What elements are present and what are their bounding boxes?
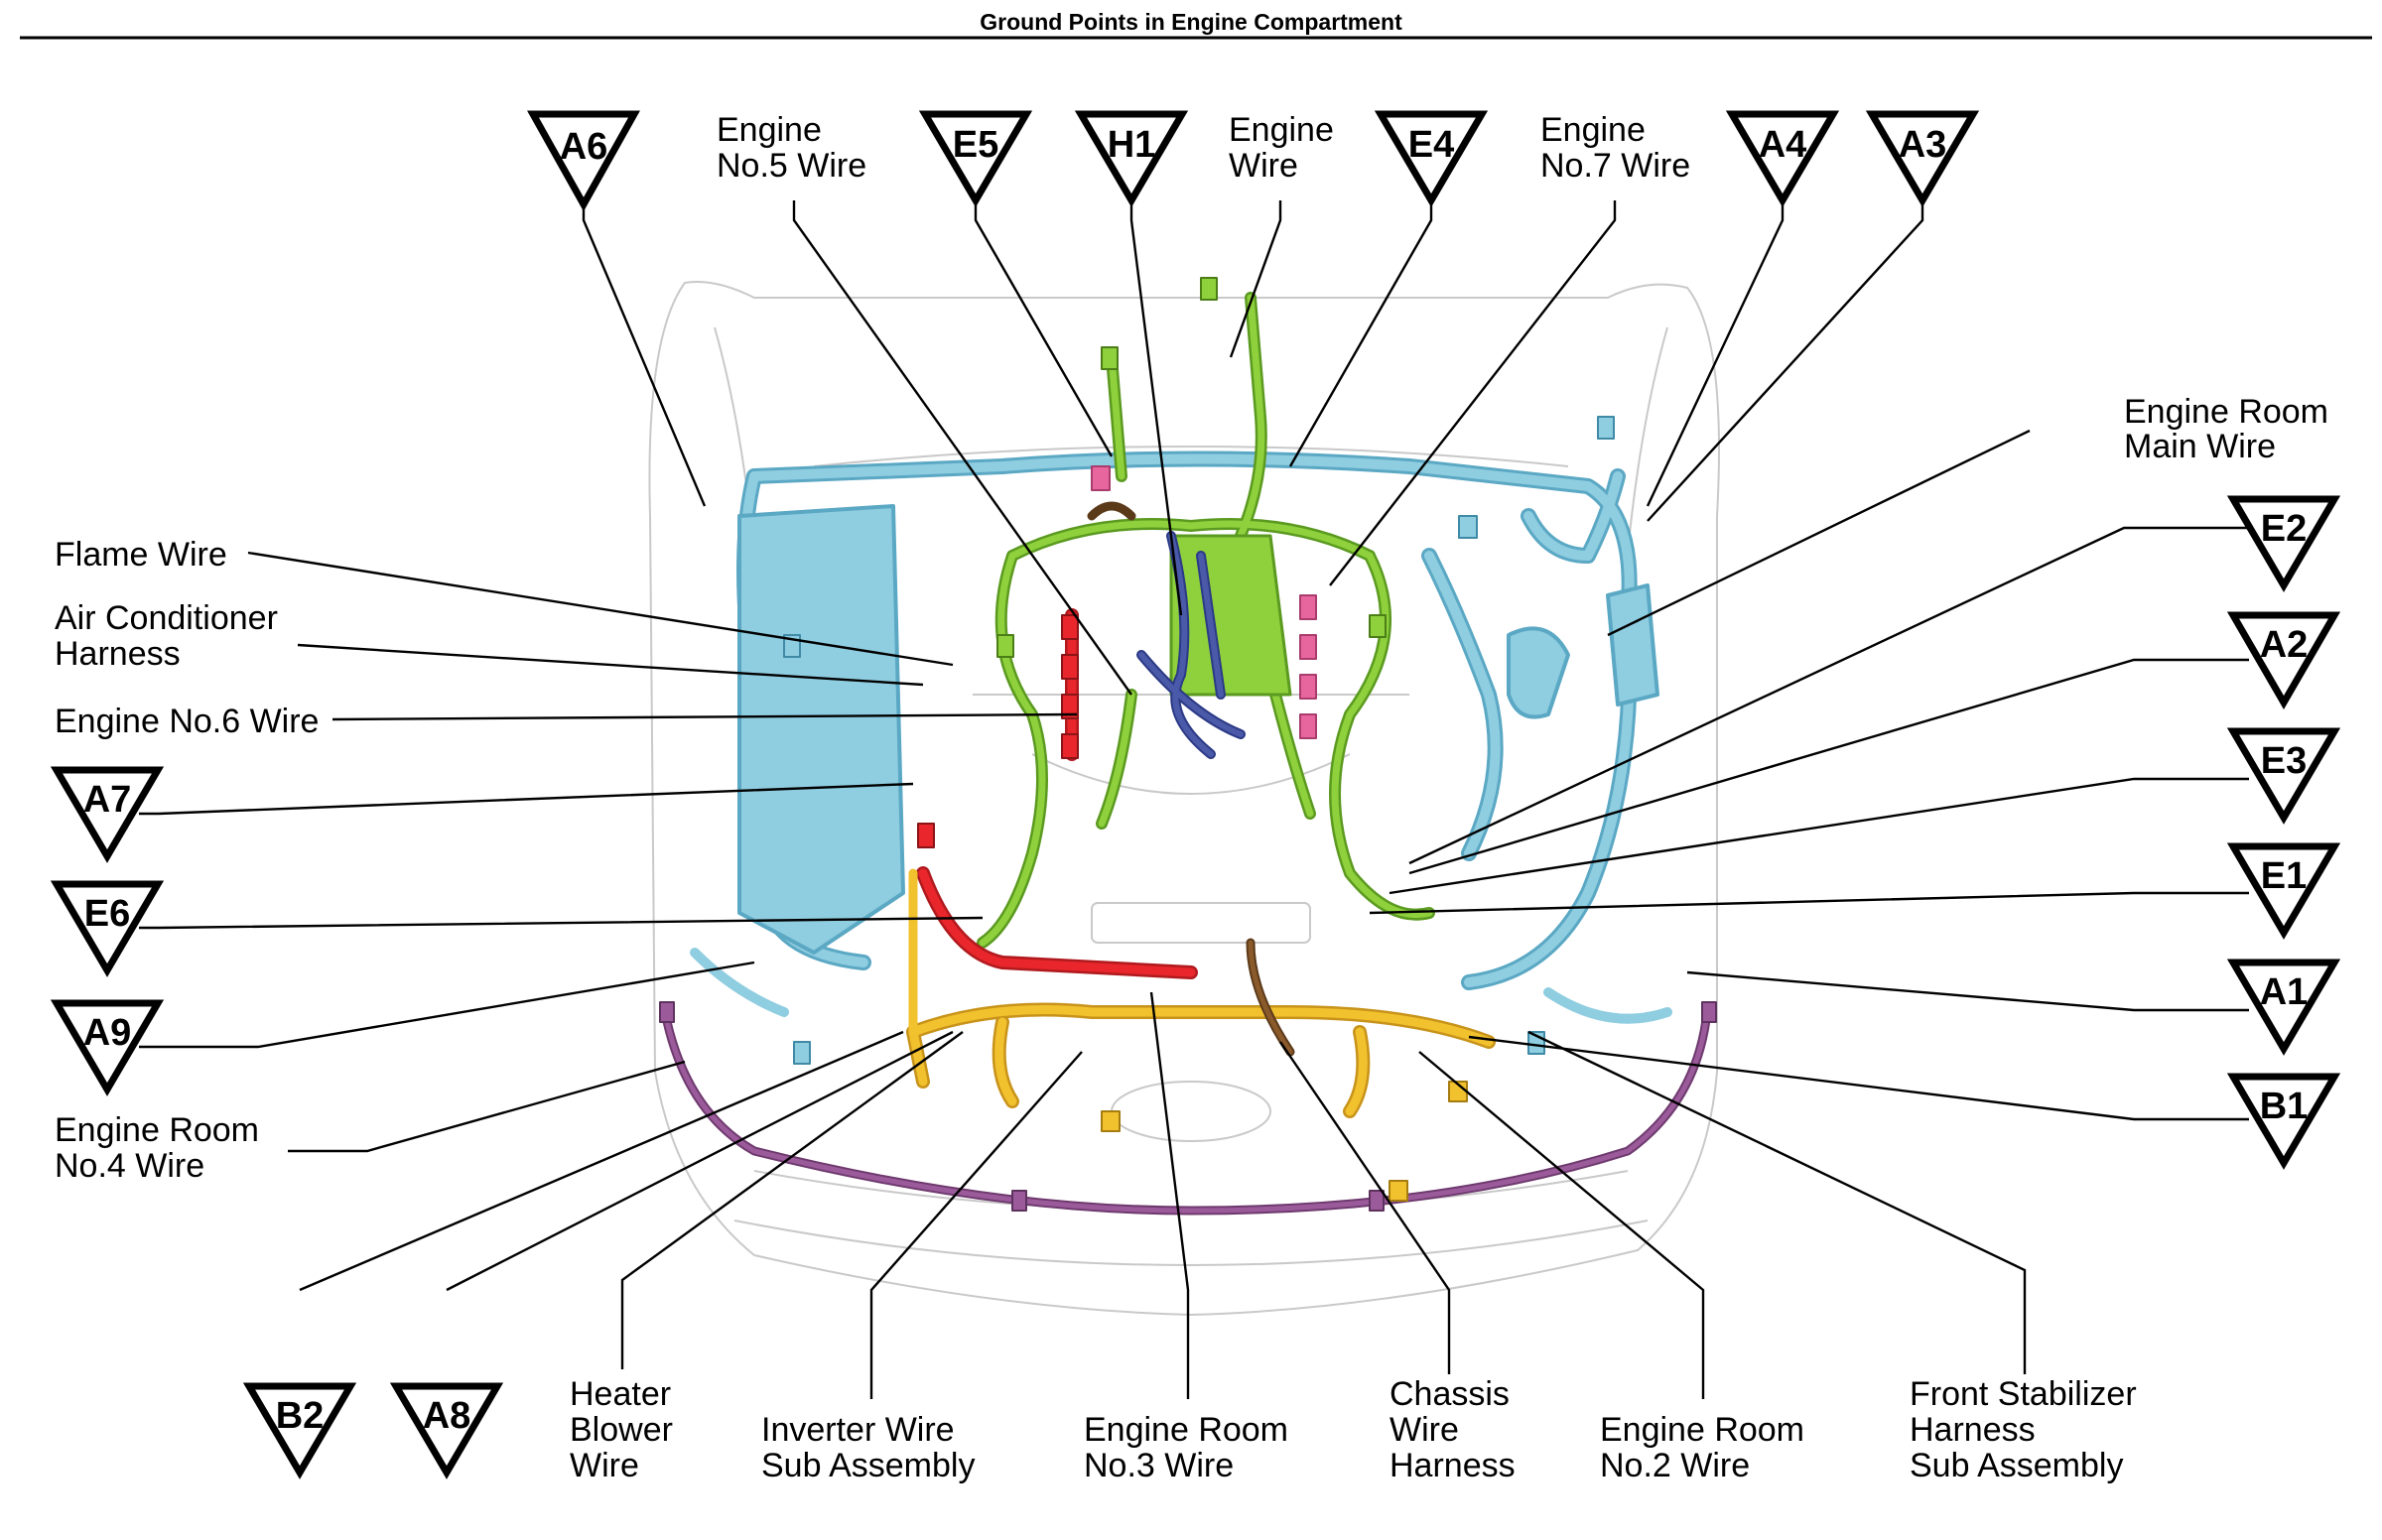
svg-text:Sub Assembly: Sub Assembly: [761, 1447, 975, 1484]
svg-text:Wire: Wire: [1229, 147, 1298, 185]
ground-point-B2: B2: [242, 1382, 357, 1479]
svg-text:Engine: Engine: [717, 111, 822, 149]
label-engine-room-no4-wire: Engine Room No.4 Wire: [55, 1111, 259, 1185]
svg-text:B2: B2: [276, 1395, 325, 1437]
ground-point-A8: A8: [389, 1382, 504, 1479]
svg-text:No.7 Wire: No.7 Wire: [1540, 147, 1690, 185]
label-engine-room-no3-wire: Engine Room No.3 Wire: [1084, 1411, 1288, 1484]
ground-point-H1: H1: [1074, 110, 1189, 207]
svg-text:Engine No.6 Wire: Engine No.6 Wire: [55, 703, 319, 740]
label-engine-wire: Engine Wire: [1229, 111, 1334, 185]
svg-text:Front Stabilizer: Front Stabilizer: [1910, 1375, 2137, 1413]
label-air-conditioner-harness: Air Conditioner Harness: [55, 599, 278, 673]
svg-text:Engine Room: Engine Room: [55, 1111, 259, 1149]
label-engine-no5-wire: Engine No.5 Wire: [717, 111, 866, 185]
page-title: Ground Points in Engine Compartment: [980, 9, 1402, 35]
svg-text:E1: E1: [2261, 855, 2307, 897]
label-flame-wire: Flame Wire: [55, 536, 227, 574]
svg-text:A4: A4: [1759, 124, 1807, 166]
label-engine-room-no2-wire: Engine Room No.2 Wire: [1600, 1411, 1804, 1484]
ground-point-E1: E1: [2226, 842, 2341, 940]
label-engine-no6-wire: Engine No.6 Wire: [55, 703, 319, 740]
ground-point-A3: A3: [1865, 110, 1980, 207]
svg-text:A2: A2: [2260, 624, 2309, 666]
svg-text:No.5 Wire: No.5 Wire: [717, 147, 866, 185]
svg-text:E4: E4: [1408, 124, 1454, 166]
ground-point-A9: A9: [50, 999, 165, 1096]
svg-text:Engine: Engine: [1229, 111, 1334, 149]
svg-text:Main Wire: Main Wire: [2124, 428, 2276, 465]
svg-text:Blower: Blower: [570, 1411, 673, 1449]
ground-point-E5: E5: [918, 110, 1033, 207]
svg-text:Sub Assembly: Sub Assembly: [1910, 1447, 2123, 1484]
ground-point-A7: A7: [50, 766, 165, 863]
svg-text:Engine Room: Engine Room: [2124, 393, 2328, 431]
svg-text:E5: E5: [953, 124, 998, 166]
svg-text:Engine: Engine: [1540, 111, 1646, 149]
svg-text:Heater: Heater: [570, 1375, 671, 1413]
label-chassis-wire-harness: Chassis Wire Harness: [1390, 1375, 1516, 1484]
ground-point-E6: E6: [50, 880, 165, 977]
svg-text:Flame Wire: Flame Wire: [55, 536, 227, 574]
svg-text:B1: B1: [2260, 1086, 2309, 1127]
svg-text:Inverter Wire: Inverter Wire: [761, 1411, 955, 1449]
ground-point-A2: A2: [2226, 611, 2341, 709]
svg-text:A1: A1: [2260, 971, 2309, 1013]
label-inverter-wire-sub-assembly: Inverter Wire Sub Assembly: [761, 1411, 975, 1484]
svg-text:A6: A6: [560, 126, 608, 168]
svg-text:Harness: Harness: [55, 635, 181, 673]
svg-text:No.4 Wire: No.4 Wire: [55, 1147, 204, 1185]
label-engine-room-main-wire: Engine Room Main Wire: [2124, 393, 2328, 465]
wire-harness-drawing: [659, 277, 1717, 1216]
svg-text:A3: A3: [1899, 124, 1947, 166]
svg-text:Engine Room: Engine Room: [1084, 1411, 1288, 1449]
svg-text:No.3 Wire: No.3 Wire: [1084, 1447, 1234, 1484]
svg-text:A7: A7: [83, 779, 132, 821]
ground-point-E3: E3: [2226, 727, 2341, 825]
leader-lines: [139, 200, 2249, 1399]
svg-text:Harness: Harness: [1390, 1447, 1516, 1484]
svg-text:E3: E3: [2261, 740, 2307, 782]
svg-text:Engine Room: Engine Room: [1600, 1411, 1804, 1449]
ground-point-A1: A1: [2226, 959, 2341, 1056]
svg-text:A8: A8: [423, 1395, 471, 1437]
svg-text:Harness: Harness: [1910, 1411, 2036, 1449]
svg-text:H1: H1: [1108, 124, 1156, 166]
label-front-stabilizer-harness-sub-assembly: Front Stabilizer Harness Sub Assembly: [1910, 1375, 2137, 1484]
svg-text:Wire: Wire: [570, 1447, 639, 1484]
ground-point-A6: A6: [527, 110, 640, 212]
label-engine-no7-wire: Engine No.7 Wire: [1540, 111, 1690, 185]
label-heater-blower-wire: Heater Blower Wire: [570, 1375, 673, 1484]
ground-point-B1: B1: [2226, 1073, 2341, 1170]
ground-point-E2: E2: [2226, 495, 2341, 592]
svg-text:No.2 Wire: No.2 Wire: [1600, 1447, 1750, 1484]
svg-text:Wire: Wire: [1390, 1411, 1459, 1449]
svg-text:E6: E6: [84, 893, 130, 935]
svg-text:E2: E2: [2261, 508, 2307, 550]
svg-text:Air Conditioner: Air Conditioner: [55, 599, 278, 637]
ground-point-E4: E4: [1374, 110, 1489, 207]
svg-text:Chassis: Chassis: [1390, 1375, 1510, 1413]
svg-text:A9: A9: [83, 1012, 132, 1054]
ground-point-A4: A4: [1725, 110, 1840, 207]
